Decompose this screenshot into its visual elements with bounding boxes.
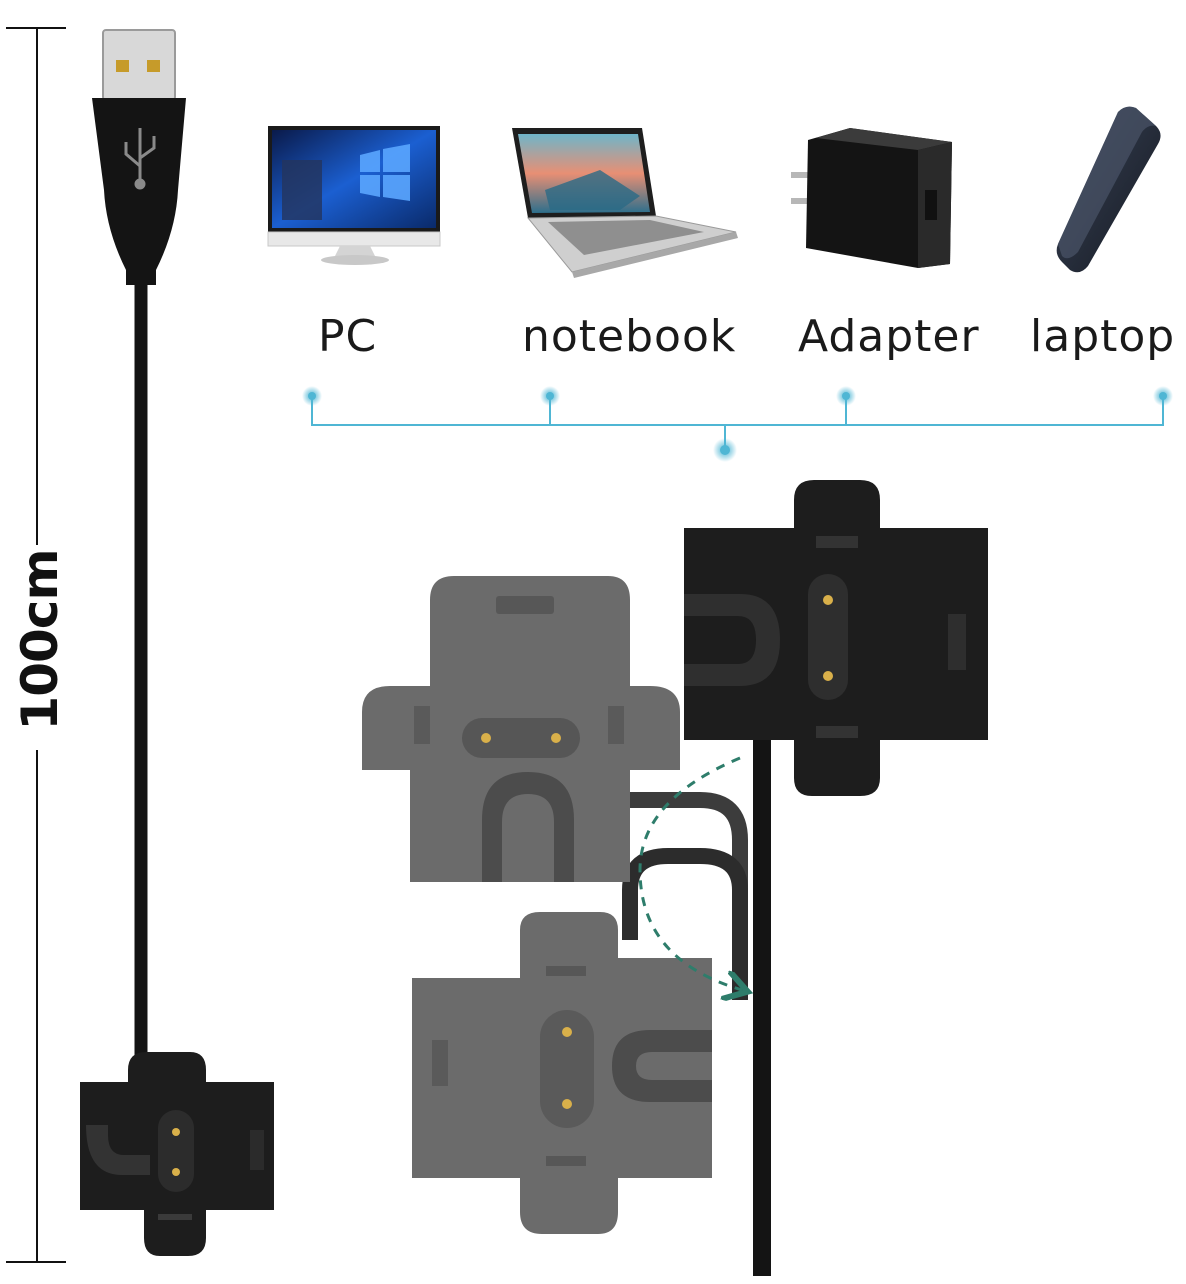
device-label-laptop: laptop bbox=[1030, 311, 1176, 362]
device-label-notebook: notebook bbox=[522, 311, 737, 362]
charging-cradle-dark bbox=[684, 480, 988, 796]
connector-dot-laptop bbox=[1153, 386, 1173, 406]
connector-dot-hub bbox=[713, 438, 737, 462]
usb-symbol-icon bbox=[124, 128, 156, 190]
charging-cradle-gray-lower bbox=[412, 912, 712, 1234]
connector-dot-pc bbox=[302, 386, 322, 406]
connector-dot-notebook bbox=[540, 386, 560, 406]
charging-cradle-gray-rotated bbox=[362, 576, 680, 882]
cradle-cables bbox=[622, 740, 771, 1276]
connector-dot-adapter bbox=[836, 386, 856, 406]
device-label-pc: PC bbox=[318, 311, 378, 362]
usb-plug bbox=[92, 29, 186, 285]
length-label: 100cm bbox=[11, 549, 69, 731]
power-bank-icon bbox=[1056, 106, 1161, 273]
length-dimension-line bbox=[6, 27, 66, 1263]
wall-adapter-icon bbox=[791, 128, 952, 268]
charging-cradle-small bbox=[80, 1052, 274, 1256]
device-label-adapter: Adapter bbox=[798, 311, 980, 362]
device-connector-lines bbox=[302, 386, 1173, 462]
notebook-laptop-icon bbox=[512, 128, 738, 278]
rotation-arrow bbox=[638, 756, 742, 990]
pc-monitor-icon bbox=[267, 126, 441, 265]
